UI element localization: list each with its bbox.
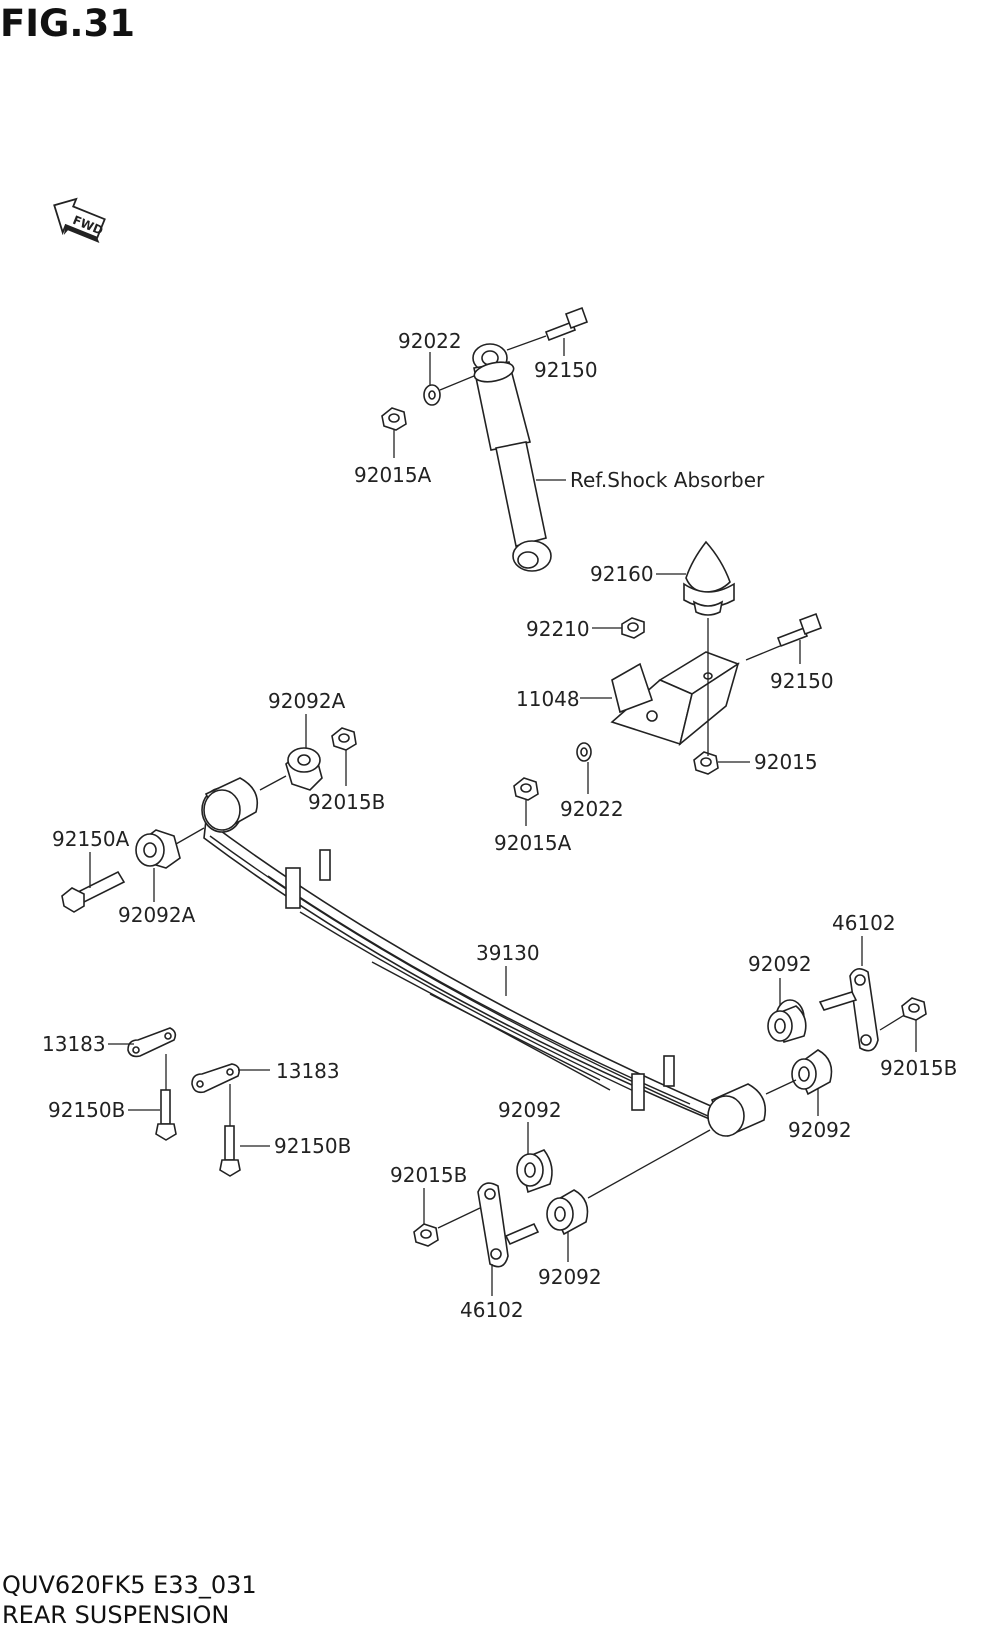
bolt-92150-top [506,306,589,351]
label-92092-r1: 92092 [748,952,812,976]
label-92150B-mid: 92150B [274,1134,351,1158]
bushing-92092-c1 [516,1149,553,1194]
label-39130: 39130 [476,941,540,965]
nut-92015B-right [901,997,927,1021]
figure-code: QUV620FK5 E33_031 [2,1571,257,1599]
washer-92022-top [423,375,475,406]
leader-lines [89,338,917,1296]
label-92092-c1: 92092 [498,1098,562,1122]
label-92092-r2: 92092 [788,1118,852,1142]
figure-title: FIG.31 [0,2,135,45]
label-13183-mid: 13183 [276,1059,340,1083]
label-92015B-bottom: 92015B [390,1163,467,1187]
shackle-46102-right [818,968,907,1052]
bolt-92150A [61,870,126,913]
bushing-92092A-top [259,747,323,791]
bushing-92092-r1 [767,999,807,1043]
bump-stop-92160 [683,540,735,616]
plate-13183-left [127,1027,177,1058]
bushing-92092A-left [135,827,205,869]
label-92015-mid: 92015 [754,750,818,774]
label-92022-mid: 92022 [560,797,624,821]
label-11048: 11048 [516,687,580,711]
fwd-arrow-icon: FWD [53,197,106,243]
label-92015A-mid: 92015A [494,831,572,855]
label-92210: 92210 [526,617,590,641]
bolt-92150B-left [155,1089,177,1141]
label-92150-top: 92150 [534,358,598,382]
plate-13183-mid [191,1063,240,1094]
nut-92015B-top [331,727,357,751]
label-92015A-top: 92015A [354,463,432,487]
washer-92022-mid [576,742,592,762]
label-92015B-right: 92015B [880,1056,957,1080]
nut-92015A-mid [513,777,539,801]
bracket-11048 [610,651,740,747]
label-13183-left: 13183 [42,1032,106,1056]
nut-92210 [621,617,645,639]
bolt-92150-right [776,612,823,648]
bushing-92092-r2 [765,1049,833,1096]
figure-name: REAR SUSPENSION [2,1601,230,1629]
label-92092-c2: 92092 [538,1265,602,1289]
label-92022-top: 92022 [398,329,462,353]
label-92015B-top: 92015B [308,790,385,814]
nut-92015A-top [381,407,407,431]
label-92092A-left: 92092A [118,903,196,927]
shackle-46102-bottom [477,1182,540,1268]
label-92150B-left: 92150B [48,1098,125,1122]
label-92150-right: 92150 [770,669,834,693]
label-92150A: 92150A [52,827,130,851]
nut-92015-mid [693,751,719,775]
leaf-spring-39130 [201,777,767,1138]
label-92092A-top: 92092A [268,689,346,713]
label-46102-bottom: 46102 [460,1298,524,1322]
part-labels: 92022 92150 92015A Ref.Shock Absorber 92… [42,329,957,1322]
label-ref-shock-absorber: Ref.Shock Absorber [570,468,765,492]
bolt-92150B-mid [219,1125,241,1177]
bushing-92092-c2 [546,1129,711,1236]
label-92160: 92160 [590,562,654,586]
label-46102-right: 46102 [832,911,896,935]
shock-absorber [472,343,552,572]
